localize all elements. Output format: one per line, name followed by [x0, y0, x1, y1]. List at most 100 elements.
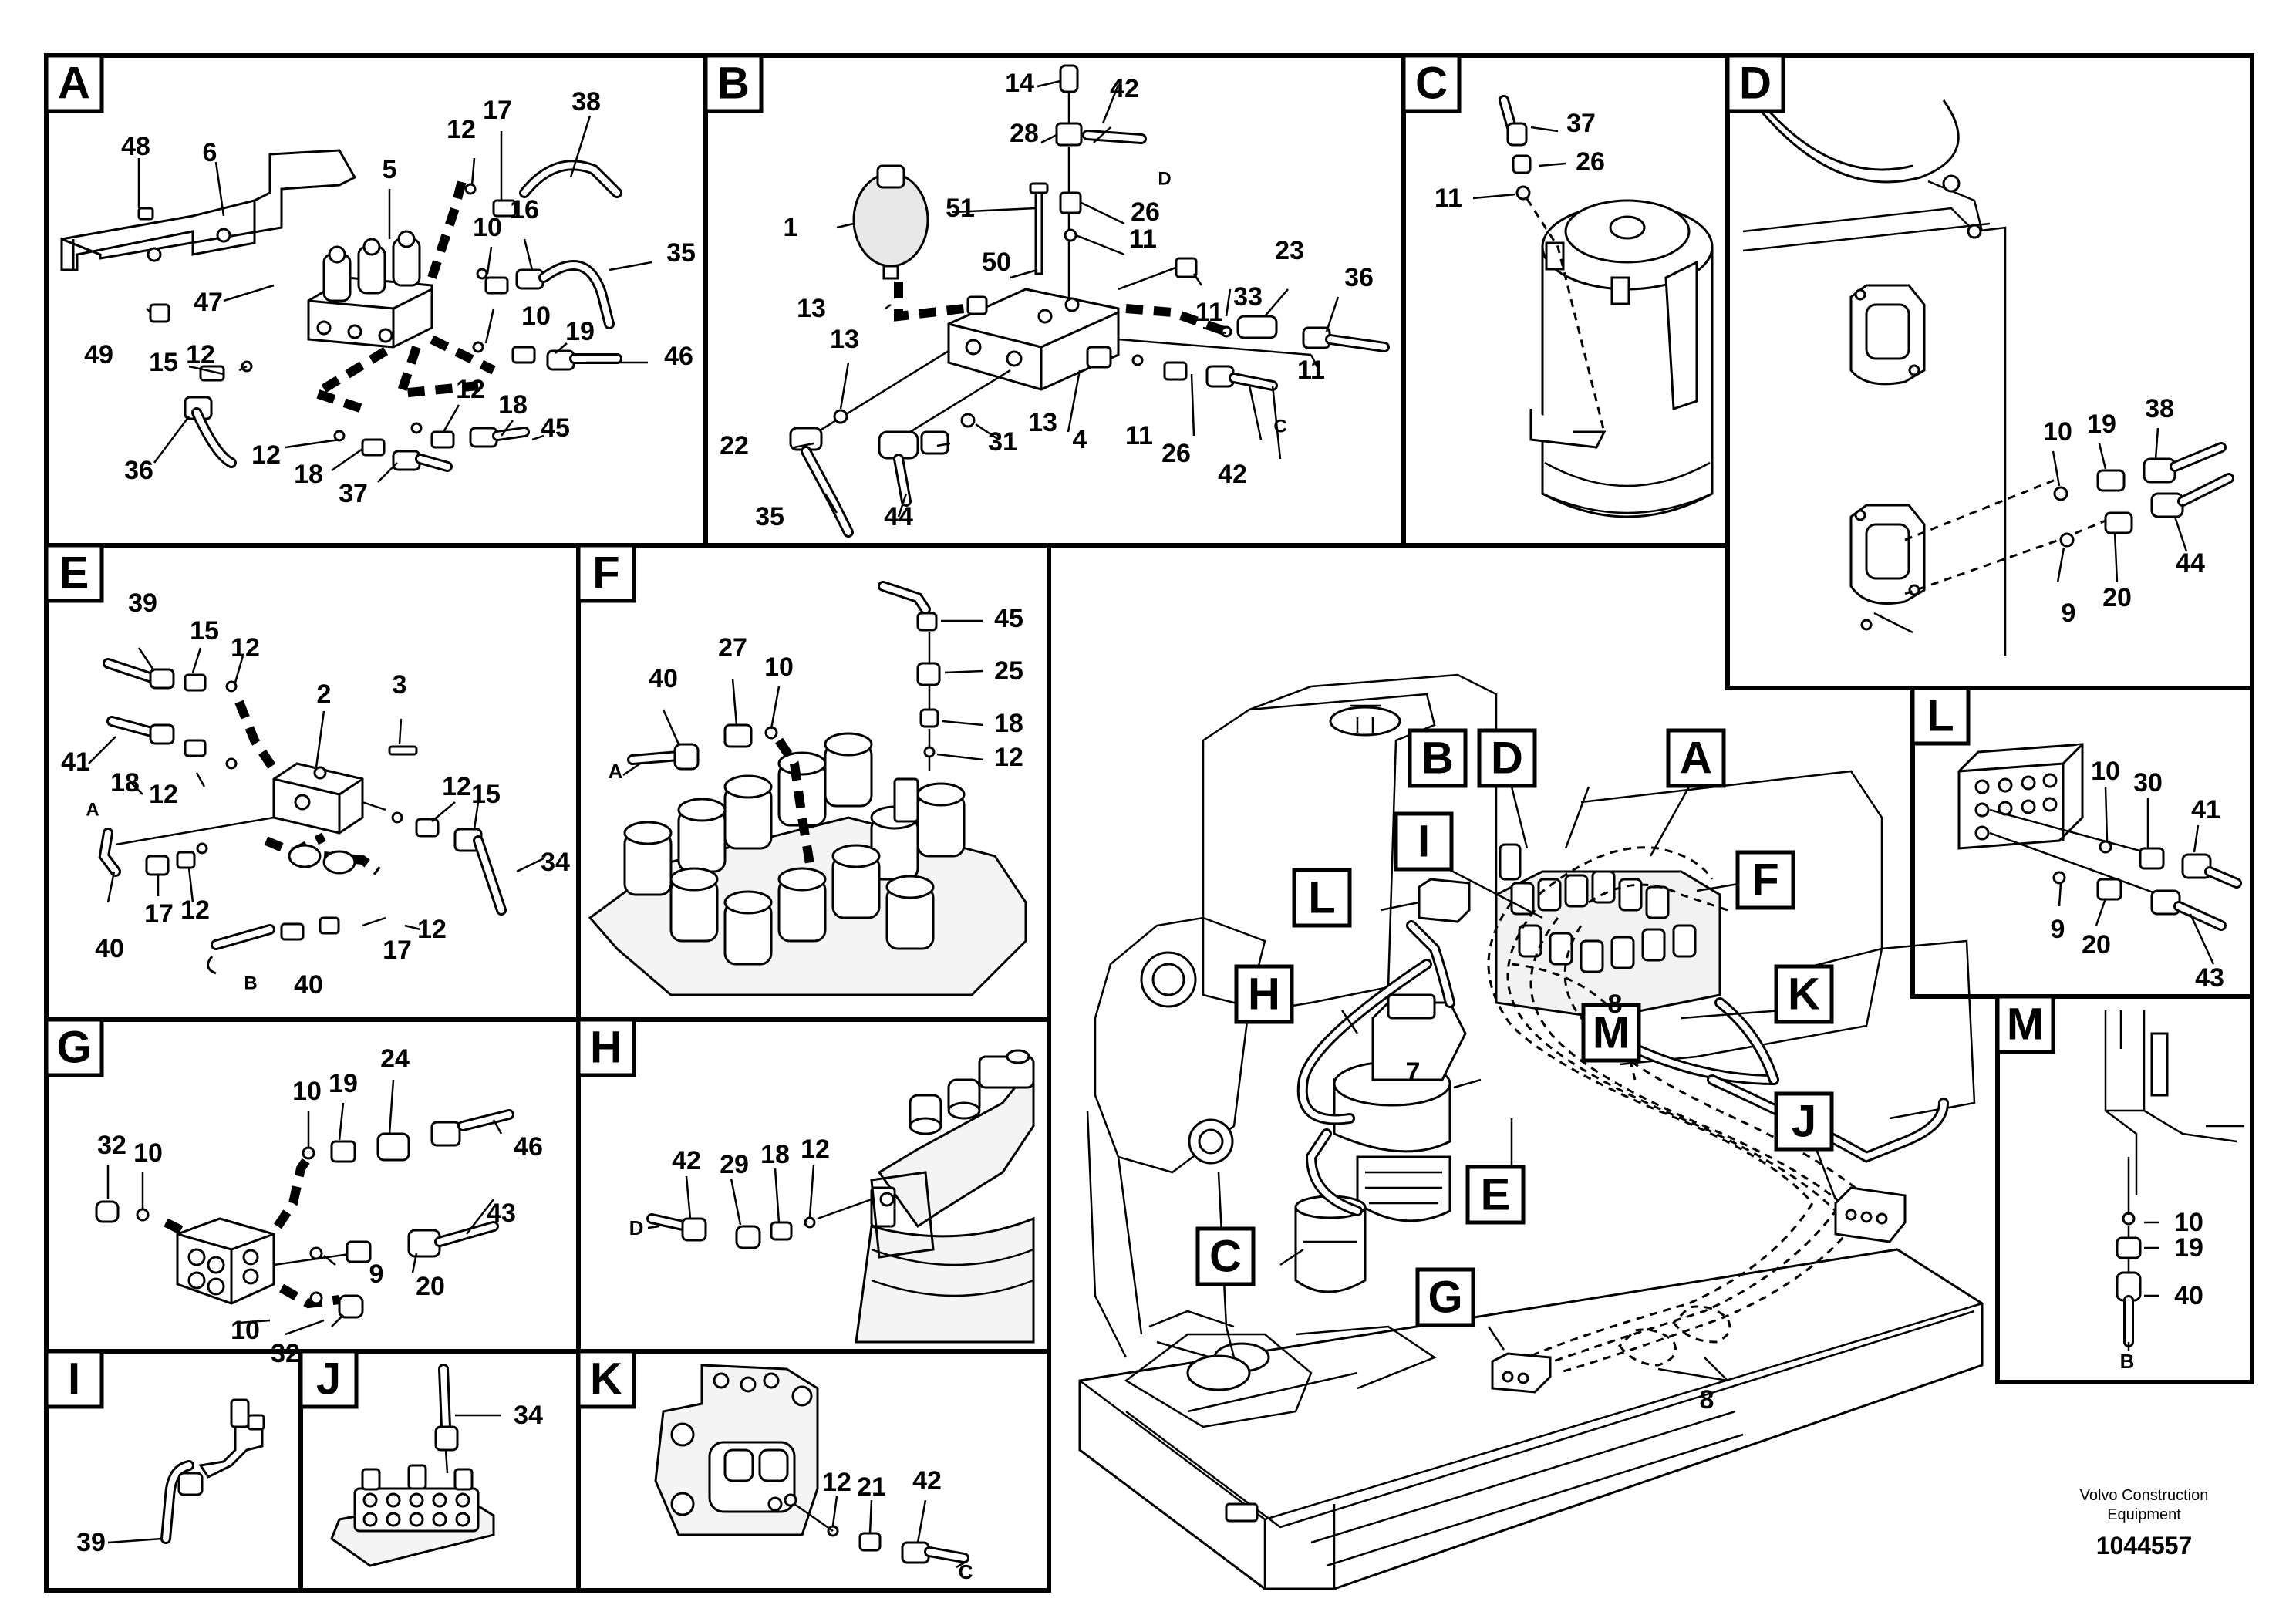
panel-k-label — [576, 1349, 636, 1409]
panel-e-drawing — [88, 647, 544, 975]
callout: 10 — [521, 302, 551, 331]
panel-k-drawing — [654, 1364, 969, 1569]
callout: 36 — [124, 456, 153, 485]
overview-callout-8: 8 — [1608, 990, 1623, 1019]
callout: 17 — [144, 899, 174, 929]
panel-e-label — [44, 543, 104, 603]
callout: 45 — [994, 604, 1023, 633]
overview-label-l — [1292, 868, 1352, 928]
overview-label-text: A — [1680, 733, 1712, 784]
callout: 27 — [718, 633, 747, 663]
panel-a-label — [44, 53, 104, 113]
callout: 19 — [329, 1069, 358, 1098]
callout: 29 — [720, 1150, 749, 1179]
callout: 35 — [666, 238, 696, 268]
callout: 31 — [988, 427, 1017, 457]
callout: 15 — [471, 780, 501, 809]
overview-label-c — [1195, 1226, 1256, 1286]
callout: 38 — [571, 87, 601, 116]
callout: 38 — [2145, 394, 2174, 423]
panel-l-label — [1910, 686, 1971, 746]
callout: 3 — [393, 670, 407, 700]
callout: 20 — [2102, 583, 2132, 612]
callout: 20 — [2082, 930, 2111, 959]
callout: 35 — [755, 502, 784, 531]
panel-j-label-text: J — [316, 1354, 341, 1404]
callout: 10 — [473, 213, 502, 242]
callout: 26 — [1576, 147, 1605, 177]
callout: 33 — [1233, 282, 1263, 312]
callout: 34 — [514, 1401, 543, 1430]
overview-label-text: J — [1792, 1097, 1816, 1147]
callout: 34 — [541, 848, 570, 877]
overview-callout-8-bottom: 8 — [1700, 1385, 1714, 1415]
callout: 11 — [1195, 298, 1223, 327]
callout: 23 — [1275, 236, 1304, 265]
panel-h-label — [576, 1017, 636, 1077]
callout: 21 — [857, 1472, 886, 1502]
callout: 44 — [884, 502, 913, 531]
callout: 36 — [1344, 263, 1374, 292]
callout: 12 — [231, 633, 260, 663]
panel-j-drawing — [330, 1364, 501, 1567]
callout: B — [2120, 1350, 2135, 1373]
overview-label-text: E — [1481, 1170, 1511, 1220]
callout: 4 — [1073, 425, 1087, 454]
panel-m-drawing — [2104, 1010, 2244, 1351]
callout: 13 — [1028, 408, 1057, 437]
callout: 17 — [483, 96, 512, 125]
callout: 26 — [1131, 197, 1160, 227]
callout: 43 — [2195, 963, 2224, 993]
callout: 18 — [498, 390, 528, 420]
callout: 46 — [664, 342, 693, 371]
panel-m-label-text: M — [2007, 1000, 2044, 1050]
overview-label-text: G — [1428, 1273, 1462, 1323]
callout: 25 — [994, 656, 1023, 686]
callout: 41 — [61, 747, 90, 777]
panel-a-drawing — [60, 115, 652, 483]
callout: 44 — [2176, 548, 2205, 578]
overview-label-text: F — [1752, 855, 1778, 905]
callout: 13 — [797, 294, 826, 323]
callout: 10 — [292, 1077, 322, 1106]
overview-label-h — [1234, 964, 1294, 1024]
overview-label-text: K — [1788, 969, 1820, 1020]
company-name-line1: Volvo Construction — [2080, 1487, 2209, 1504]
callout: 12 — [442, 772, 471, 801]
callout: 13 — [830, 325, 859, 354]
panel-l-label-text: L — [1927, 691, 1954, 741]
panel-h-drawing — [646, 1049, 1035, 1344]
callout: 42 — [912, 1466, 942, 1496]
callout: 18 — [110, 768, 140, 798]
overview-label-k — [1774, 964, 1834, 1024]
company-name-line2: Equipment — [2107, 1506, 2181, 1523]
panel-j-label — [298, 1349, 359, 1409]
overview-label-text: H — [1248, 969, 1280, 1020]
callout: 32 — [271, 1339, 300, 1368]
panel-k-label-text: K — [590, 1354, 622, 1404]
overview-label-d — [1477, 728, 1537, 788]
callout: 10 — [2091, 757, 2120, 786]
callout: 18 — [760, 1140, 790, 1169]
callout: 32 — [97, 1131, 126, 1160]
callout: 10 — [133, 1138, 163, 1168]
panel-c-drawing — [1472, 95, 1714, 518]
panel-i-label-text: I — [68, 1354, 80, 1404]
callout: 40 — [294, 970, 323, 1000]
callout: D — [1158, 169, 1171, 190]
callout: 12 — [447, 115, 476, 144]
panel-f-label-text: F — [592, 548, 619, 599]
callout: 12 — [251, 440, 281, 470]
overview-label-a — [1666, 728, 1726, 788]
overview-label-text: I — [1418, 817, 1430, 867]
callout: 22 — [720, 431, 749, 460]
overview-label-text: D — [1491, 733, 1523, 784]
overview-labels: B D A I F L H K M J E C G — [1195, 728, 1834, 1327]
callout: 39 — [128, 588, 157, 618]
callout: 19 — [2087, 410, 2116, 439]
callout: 45 — [541, 413, 570, 443]
overview-label-text: C — [1209, 1232, 1242, 1282]
panel-i-drawing — [107, 1398, 265, 1544]
callout: 40 — [2174, 1281, 2203, 1310]
callout: 12 — [456, 375, 485, 404]
